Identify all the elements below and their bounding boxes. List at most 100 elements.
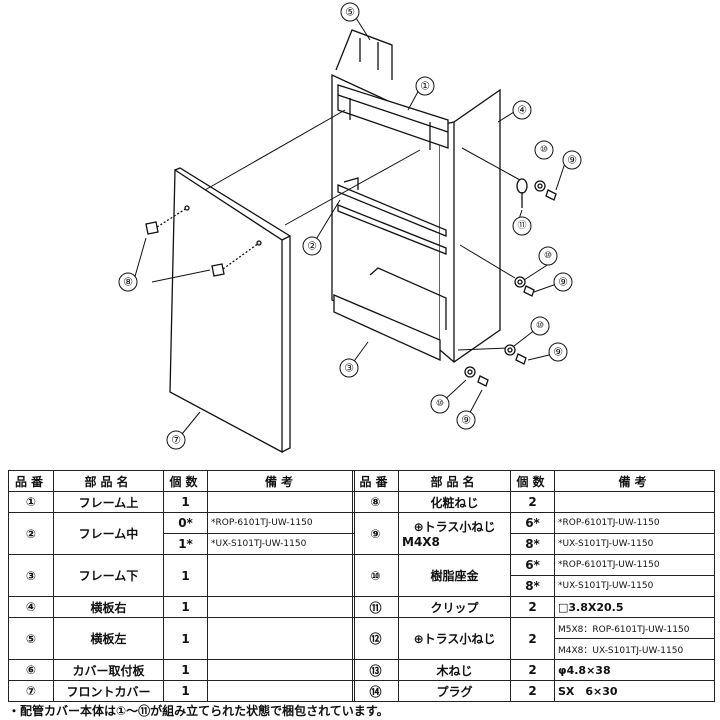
part-qty: 1	[163, 554, 208, 597]
left-side-panel-5	[335, 29, 393, 80]
part-name: フロントカバー	[53, 680, 164, 702]
frame-top-1	[337, 84, 449, 149]
table-row: ⑬ 木ねじ 2 φ4.8×38	[352, 659, 715, 681]
part-qty: 6*	[510, 512, 555, 534]
part-remarks: □3.8X20.5	[554, 596, 715, 618]
header-qty: 個数	[163, 470, 208, 492]
part-qty: 2	[510, 680, 555, 702]
part-name: プラグ	[398, 680, 511, 702]
part-remarks	[207, 659, 355, 681]
part-qty: 1	[163, 491, 208, 513]
callout-5: ⑤	[345, 6, 355, 19]
part-remarks: M5X8：ROP-6101TJ-UW-1150	[554, 617, 715, 639]
part-name: クリップ	[398, 596, 511, 618]
part-no: ④	[8, 596, 54, 618]
part-qty: 8*	[510, 533, 555, 555]
table-row: ① フレーム上 1	[8, 491, 355, 513]
part-no: ②	[8, 512, 54, 555]
part-no: ③	[8, 554, 54, 597]
table-row: ⑫ ⊕トラス小ねじ 2 M5X8：ROP-6101TJ-UW-1150	[352, 617, 715, 660]
part-remarks	[207, 596, 355, 618]
table-row: 1* *UX-S101TJ-UW-1150	[9, 533, 355, 555]
callout-10c: ⑩	[536, 321, 544, 331]
header-part-name: 部品名	[53, 470, 164, 492]
part-no: ⑭	[352, 680, 399, 702]
part-name-line1: ⊕トラス小ねじ	[413, 520, 496, 534]
frame-middle-2	[337, 184, 447, 237]
part-remarks	[554, 491, 715, 513]
callout-9c: ⑨	[553, 346, 563, 359]
part-remarks: *UX-S101TJ-UW-1150	[207, 533, 355, 555]
part-remarks: *UX-S101TJ-UW-1150	[554, 575, 715, 597]
part-name: ⊕トラス小ねじ M4X8	[398, 512, 511, 555]
part-name: 横板左	[53, 617, 164, 660]
header-remarks: 備考	[207, 470, 355, 492]
part-no: ⑤	[8, 617, 54, 660]
part-name: フレーム上	[53, 491, 164, 513]
table-row: ⑦ フロントカバー 1	[8, 680, 355, 702]
table-row: ⑧ 化粧ねじ 2	[352, 491, 715, 513]
part-no: ⑧	[352, 491, 399, 513]
part-remarks	[207, 491, 355, 513]
part-no: ⑫	[352, 617, 399, 660]
header-part-no: 品番	[8, 470, 54, 492]
part-qty: 2	[510, 596, 555, 618]
parts-table-right: 品番 部品名 個数 備考 ⑧ 化粧ねじ 2 ⑨ ⊕トラス小ねじ M4X8 6* …	[352, 470, 715, 702]
frame-bottom-3	[333, 294, 441, 362]
part-remarks	[207, 617, 355, 660]
callout-4: ④	[517, 104, 527, 117]
header-qty: 個数	[510, 470, 555, 492]
table-row: M4X8：UX-S101TJ-UW-1150	[353, 638, 715, 660]
part-qty: 2	[510, 617, 555, 660]
callout-10d: ⑩	[436, 399, 444, 409]
part-qty: 2	[510, 659, 555, 681]
callout-9a: ⑨	[567, 154, 577, 167]
part-name: フレーム中	[53, 512, 164, 555]
part-qty: 1	[163, 680, 208, 702]
callout-10b: ⑩	[544, 251, 552, 261]
header-remarks: 備考	[554, 470, 715, 492]
header-part-name: 部品名	[398, 470, 511, 492]
table-row: ⑪ クリップ 2 □3.8X20.5	[352, 596, 715, 618]
callout-2: ②	[307, 240, 317, 253]
part-remarks: M4X8：UX-S101TJ-UW-1150	[554, 638, 715, 660]
part-qty: 2	[510, 491, 555, 513]
exploded-assembly-diagram: ⑤ ① ④ ② ③ ⑦ ⑧ ⑨ ⑨ ⑨ ⑨ ⑩ ⑩ ⑩ ⑩ ⑪	[118, 2, 582, 454]
part-name: フレーム下	[53, 554, 164, 597]
part-qty: 1	[163, 596, 208, 618]
parts-table-left: 品番 部品名 個数 備考 ① フレーム上 1 ② フレーム中 0* *ROP-6…	[8, 470, 355, 702]
part-name: ⊕トラス小ねじ	[398, 617, 511, 660]
part-qty: 1	[163, 617, 208, 660]
callout-7: ⑦	[171, 434, 181, 447]
part-remarks: φ4.8×38	[554, 659, 715, 681]
callout-10a: ⑩	[540, 145, 548, 155]
part-no: ⑪	[352, 596, 399, 618]
callout-9b: ⑨	[558, 276, 568, 289]
part-no: ⑦	[8, 680, 54, 702]
callout-1: ①	[420, 80, 430, 93]
part-name: 木ねじ	[398, 659, 511, 681]
part-no: ⑬	[352, 659, 399, 681]
part-remarks: SX 6×30	[554, 680, 715, 702]
part-name: 横板右	[53, 596, 164, 618]
part-qty: 0*	[163, 512, 208, 534]
part-remarks: *ROP-6101TJ-UW-1150	[554, 512, 715, 534]
table-row: ⑩ 樹脂座金 6* *ROP-6101TJ-UW-1150	[352, 554, 715, 597]
callout-9d: ⑨	[461, 414, 471, 427]
table-row: 8* *UX-S101TJ-UW-1150	[353, 575, 715, 597]
part-no: ⑥	[8, 659, 54, 681]
table-row: ② フレーム中 0* *ROP-6101TJ-UW-1150	[8, 512, 355, 555]
part-no: ⑨	[352, 512, 399, 555]
part-qty: 8*	[510, 575, 555, 597]
table-row: ④ 横板右 1	[8, 596, 355, 618]
part-remarks	[207, 554, 355, 597]
table-row: ⑥ カバー取付板 1	[8, 659, 355, 681]
part-name: 化粧ねじ	[398, 491, 511, 513]
table-row: ⑭ プラグ 2 SX 6×30	[352, 680, 715, 702]
part-qty: 6*	[510, 554, 555, 576]
part-name-line2: M4X8	[402, 535, 440, 549]
front-cover-7	[169, 168, 283, 454]
table-row: ⑤ 横板左 1	[8, 617, 355, 660]
part-no: ⑩	[352, 554, 399, 597]
packaging-footnote: ・配管カバー本体は①～⑪が組み立てられた状態で梱包されています。	[8, 704, 389, 718]
